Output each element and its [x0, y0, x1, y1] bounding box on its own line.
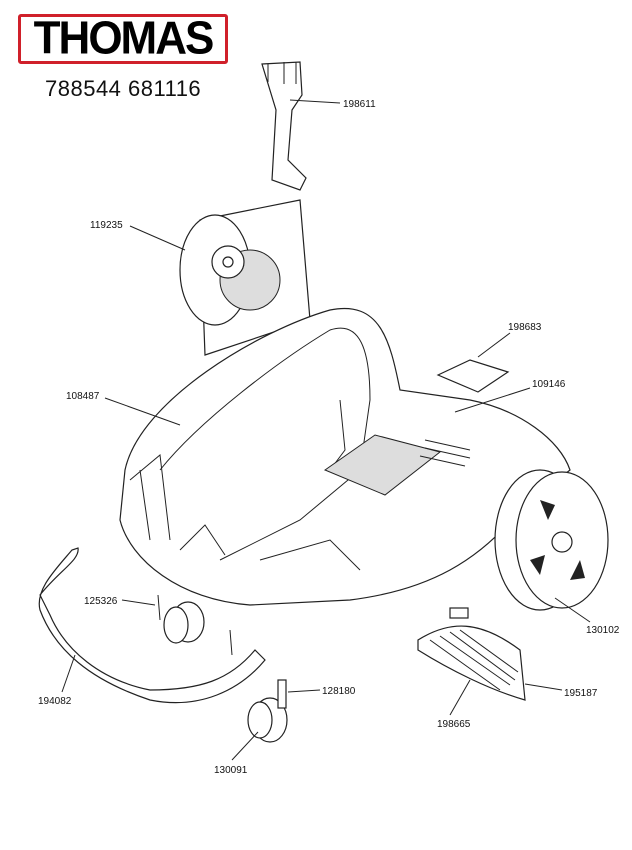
part-198683-drawing [436, 359, 510, 393]
part-125326-drawing [157, 594, 233, 656]
part-label: 108487 [66, 391, 100, 402]
part-label: 198665 [437, 719, 471, 730]
part-label: 194082 [38, 696, 72, 707]
part-label: 198683 [508, 322, 542, 333]
logo-text: THOMAS [33, 12, 215, 65]
part-109146-drawing [323, 434, 442, 496]
part-119235-drawing [179, 199, 311, 356]
part-label: 109146 [532, 379, 566, 390]
part-label: 128180 [322, 686, 356, 697]
part-label: 119235 [90, 220, 123, 231]
part-194082-drawing [38, 547, 266, 704]
leader-lines [61, 99, 591, 761]
document-code: 788544 681116 [45, 76, 202, 101]
part-label: 130102 [586, 625, 620, 636]
part-198611-drawing [261, 61, 307, 191]
part-130091-drawing [247, 679, 288, 743]
thomas-logo: THOMAS [18, 12, 228, 65]
part-label: 195187 [564, 688, 598, 699]
part-label: 125326 [84, 596, 118, 607]
part-label: 130091 [214, 765, 248, 776]
part-label: 198611 [343, 99, 376, 110]
part-198665-drawing [417, 607, 526, 701]
part-130102-drawing [494, 469, 609, 611]
